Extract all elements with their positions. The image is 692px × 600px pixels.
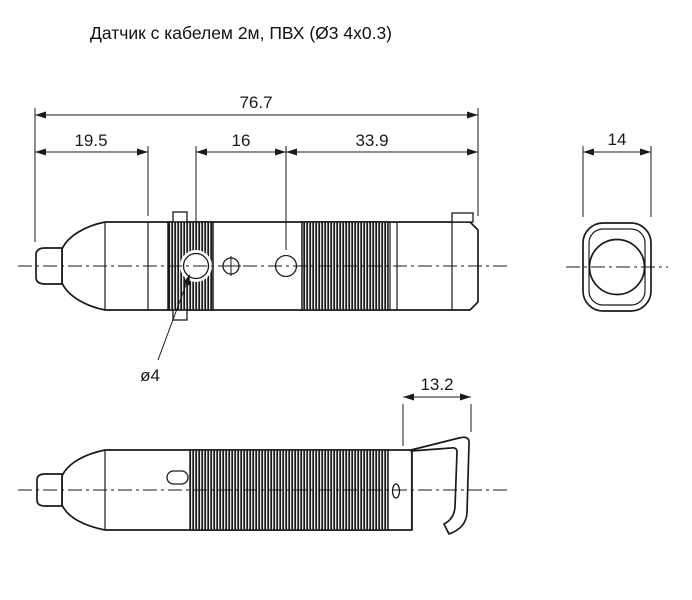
side-view: 76.7 19.5 16 33.9 ø4 — [18, 93, 508, 385]
dim-width: 14 — [608, 130, 627, 149]
dim-overall-length: 76.7 — [239, 93, 272, 112]
dim-tip-length: 19.5 — [74, 131, 107, 150]
top-tab — [172, 211, 188, 223]
cable-bracket — [410, 436, 470, 535]
dim-bracket-width: 13.2 — [420, 375, 453, 394]
end-view: 14 — [566, 130, 668, 312]
end-view-dimensions: 14 — [582, 130, 652, 217]
dim-hole-diameter: ø4 — [140, 366, 160, 385]
side-slot — [166, 470, 189, 485]
bottom-view-dimensions: 13.2 — [402, 375, 472, 446]
cable-hole — [391, 483, 401, 499]
bottom-view: 13.2 — [18, 375, 508, 535]
drawing-title: Датчик с кабелем 2м, ПВХ (Ø3 4x0.3) — [90, 23, 392, 43]
connector-tab — [451, 212, 474, 223]
dim-hole-spacing: 16 — [232, 131, 251, 150]
dim-rear-length: 33.9 — [355, 131, 388, 150]
side-view-dimensions: 76.7 19.5 16 33.9 ø4 — [34, 93, 479, 385]
